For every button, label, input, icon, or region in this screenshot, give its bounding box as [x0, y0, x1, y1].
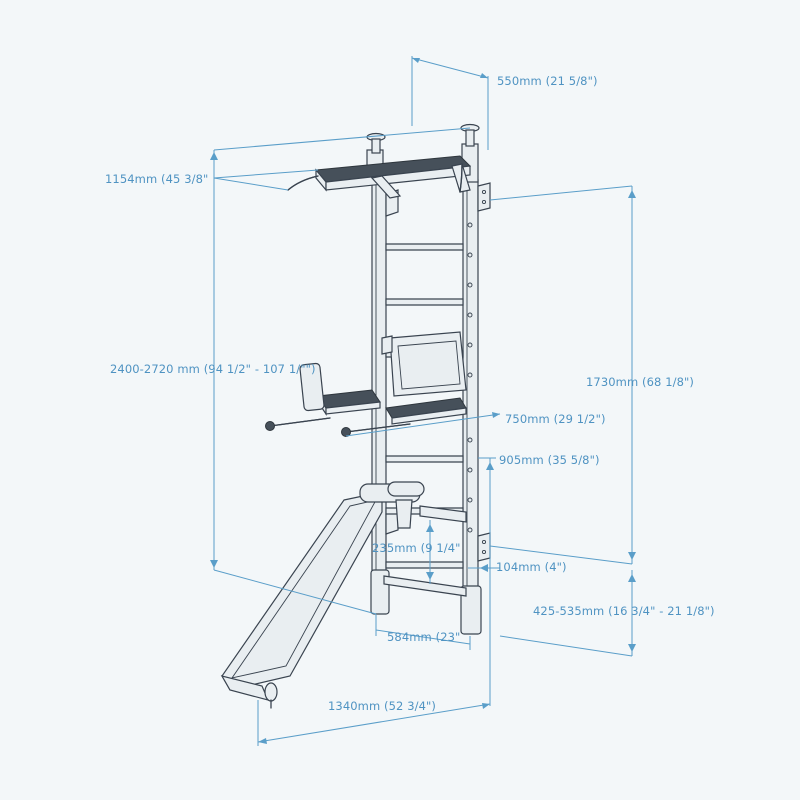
dip-bars	[265, 362, 467, 437]
upright-holes	[467, 222, 473, 533]
depth-top-label: 550mm (21 5/8")	[497, 74, 598, 88]
total-height-label: 2400-2720 mm (94 1/2" - 107 1/"")	[110, 362, 316, 376]
base-width-label: 584mm (23"	[387, 630, 461, 644]
dip-bar-depth-label: 750mm (29 1/2")	[505, 412, 606, 426]
wall-bars-equipment	[220, 123, 491, 709]
ladder-height-label: 1730mm (68 1/8")	[586, 375, 694, 389]
bench-length-label: 1340mm (52 3/4")	[328, 699, 436, 713]
dimension-lines	[210, 56, 636, 746]
back-pad	[381, 331, 467, 397]
lower-bar-gap-label: 235mm (9 1/4"	[372, 541, 461, 555]
pullup-bar-width-label: 1154mm (45 3/8"	[105, 172, 209, 186]
bottom-range-label: 425-535mm (16 3/4" - 21 1/8")	[533, 604, 715, 618]
incline-bench	[220, 481, 467, 709]
pullup-bar	[287, 155, 472, 199]
lower-height-label: 905mm (35 5/8")	[499, 453, 600, 467]
wall-offset-label: 104mm (4")	[496, 560, 567, 574]
foot-bar	[383, 575, 467, 597]
